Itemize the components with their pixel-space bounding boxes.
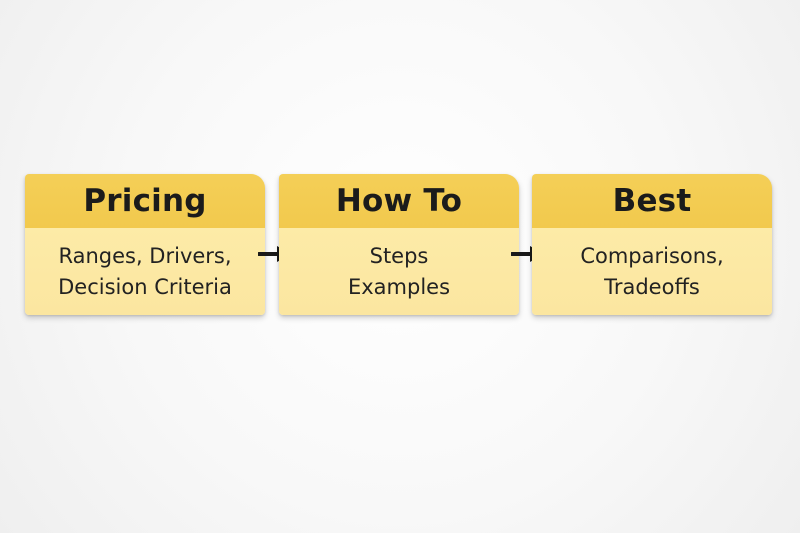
step-card-body: Steps Examples [279, 228, 519, 315]
step-card-body: Ranges, Drivers, Decision Criteria [25, 228, 265, 315]
step-card-title: Pricing [83, 183, 207, 219]
step-card-line: Comparisons, [580, 243, 724, 268]
step-card-best: Best Comparisons, Tradeoffs [532, 174, 772, 315]
step-card-line: Examples [347, 274, 451, 299]
step-card-title: How To [335, 183, 463, 219]
step-card-header: How To [279, 174, 519, 228]
step-card-body: Comparisons, Tradeoffs [532, 228, 772, 315]
step-card-title: Best [612, 183, 692, 219]
step-card-header: Pricing [25, 174, 265, 228]
step-card-header: Best [532, 174, 772, 228]
step-card-line: Ranges, Drivers, [58, 243, 232, 268]
step-card-line: Steps [369, 243, 429, 268]
step-card-line: Decision Criteria [58, 274, 232, 299]
step-card-how-to: How To Steps Examples [279, 174, 519, 315]
step-card-line: Tradeoffs [604, 274, 700, 299]
step-card-pricing: Pricing Ranges, Drivers, Decision Criter… [25, 174, 265, 315]
